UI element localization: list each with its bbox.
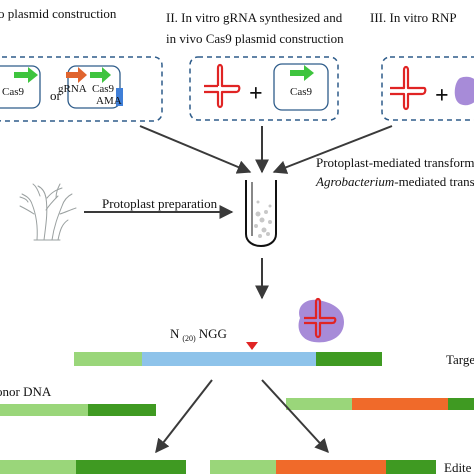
cas9-protein-icon-target	[298, 299, 344, 343]
ama-block	[116, 88, 123, 106]
n-prefix: N	[170, 326, 180, 341]
ngg-label: NGG	[199, 326, 227, 341]
donor-label: onor DNA	[0, 384, 52, 399]
donor2-right-arm	[448, 398, 474, 410]
panel1-box	[0, 56, 163, 122]
grna-icon-panel3	[390, 65, 427, 111]
edited2-left-arm	[210, 460, 276, 474]
cas9-protein-icon-panel3	[454, 76, 474, 106]
grna-arrow-icon	[66, 67, 87, 83]
ama-label: AMA	[96, 95, 122, 107]
plasmid2-grna-label: gRNA	[58, 83, 87, 95]
plasmid1-cas9-label: Cas9	[2, 86, 25, 98]
cut-site-marker	[246, 342, 258, 350]
arrow-panel1-to-tube	[139, 125, 252, 174]
plus-icon-panel2: +	[249, 81, 263, 107]
edited-label: Edite	[444, 460, 472, 474]
grna-icon-target	[304, 297, 337, 339]
cas9-arrow-icon	[14, 67, 38, 83]
n20-label: N(20)NGG	[170, 326, 227, 343]
cas9-arrow-icon-panel2	[290, 65, 314, 81]
panel2-title-line1: II. In vitro gRNA synthesized and	[166, 10, 343, 25]
edited2-right-arm	[386, 460, 436, 474]
panel1-title: o plasmid construction	[0, 6, 117, 21]
panel3-title: III. In vitro RNP	[370, 10, 457, 25]
tube-icon	[245, 180, 277, 247]
target-gene	[142, 352, 316, 366]
plasmid-panel2-outline	[273, 63, 329, 111]
protoplast-dots	[254, 200, 272, 238]
arrow-target-to-edited-right	[261, 379, 329, 454]
target-left-arm	[74, 352, 142, 366]
n-subscript: (20)	[182, 334, 196, 343]
transform-label-agrobacterium: Agrobacterium	[315, 174, 394, 189]
transform-label-line2: Agrobacterium-mediated trans	[315, 174, 474, 189]
protoplast-prep-label: Protoplast preparation	[102, 196, 218, 211]
donor2-left-arm	[286, 398, 352, 410]
donor2-insert	[352, 398, 448, 410]
arrow-target-to-edited-left	[155, 379, 213, 454]
grna-icon-panel2	[204, 63, 241, 109]
transform-label-rest: -mediated trans	[394, 174, 474, 189]
edited1-right-arm	[76, 460, 186, 474]
donor-right-arm	[88, 404, 156, 416]
plasmid2-outline	[67, 65, 121, 109]
donor-left-arm	[0, 404, 88, 416]
plus-icon-panel3: +	[435, 83, 449, 109]
cas9-arrow-icon-2	[90, 67, 111, 83]
arrow-panel3-to-tube	[272, 125, 393, 174]
or-label: or	[50, 88, 62, 103]
target-right-arm	[316, 352, 382, 366]
panel2-box	[189, 56, 339, 121]
edited1-left-arm	[0, 460, 76, 474]
panel3-box	[381, 56, 474, 121]
target-label: Targe	[446, 352, 474, 367]
plasmid1-outline	[0, 65, 41, 109]
panel2-cas9-label: Cas9	[290, 86, 313, 98]
edited2-insert	[276, 460, 386, 474]
plasmid2-cas9-label: Cas9	[92, 83, 115, 95]
mycelium-icon	[19, 183, 77, 241]
panel2-title-line2: in vivo Cas9 plasmid construction	[166, 31, 344, 46]
transform-label-line1: Protoplast-mediated transform	[316, 155, 474, 170]
